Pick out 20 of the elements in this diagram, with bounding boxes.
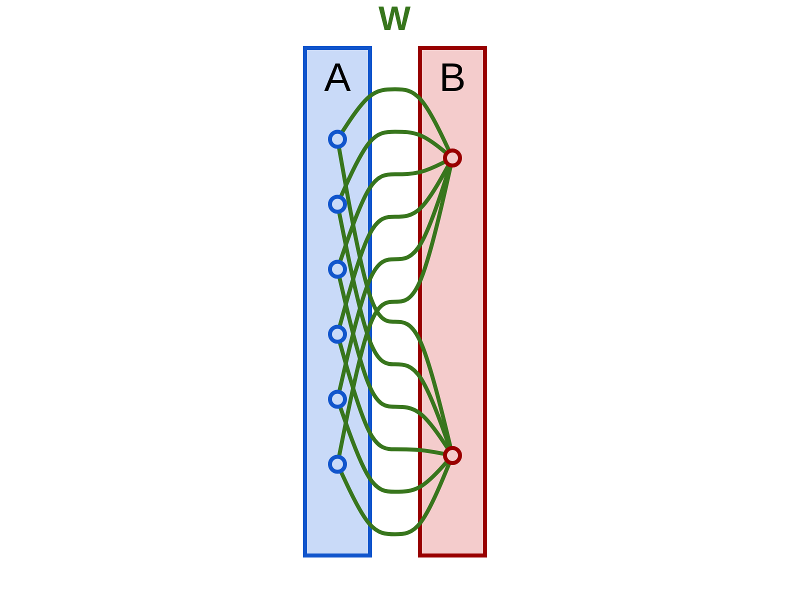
- connector: [337, 340, 446, 456]
- cluster: B: [418, 46, 486, 558]
- connector: [338, 130, 448, 198]
- node-circle: [328, 324, 346, 344]
- node-circle: [328, 194, 346, 214]
- connector: [336, 211, 452, 450]
- node-circle: [328, 390, 346, 409]
- connector: [337, 164, 450, 328]
- connector: [336, 276, 450, 450]
- connector: [338, 406, 448, 494]
- node-circle: [328, 260, 346, 279]
- connector: [339, 87, 451, 152]
- node-circle: [328, 130, 346, 149]
- cluster: A: [302, 46, 372, 558]
- connector: [338, 160, 446, 263]
- node-circle: [328, 454, 346, 474]
- connector: [338, 462, 451, 536]
- weight-label: W: [378, 0, 411, 38]
- node-circle: [442, 446, 462, 465]
- node-circle: [442, 148, 462, 168]
